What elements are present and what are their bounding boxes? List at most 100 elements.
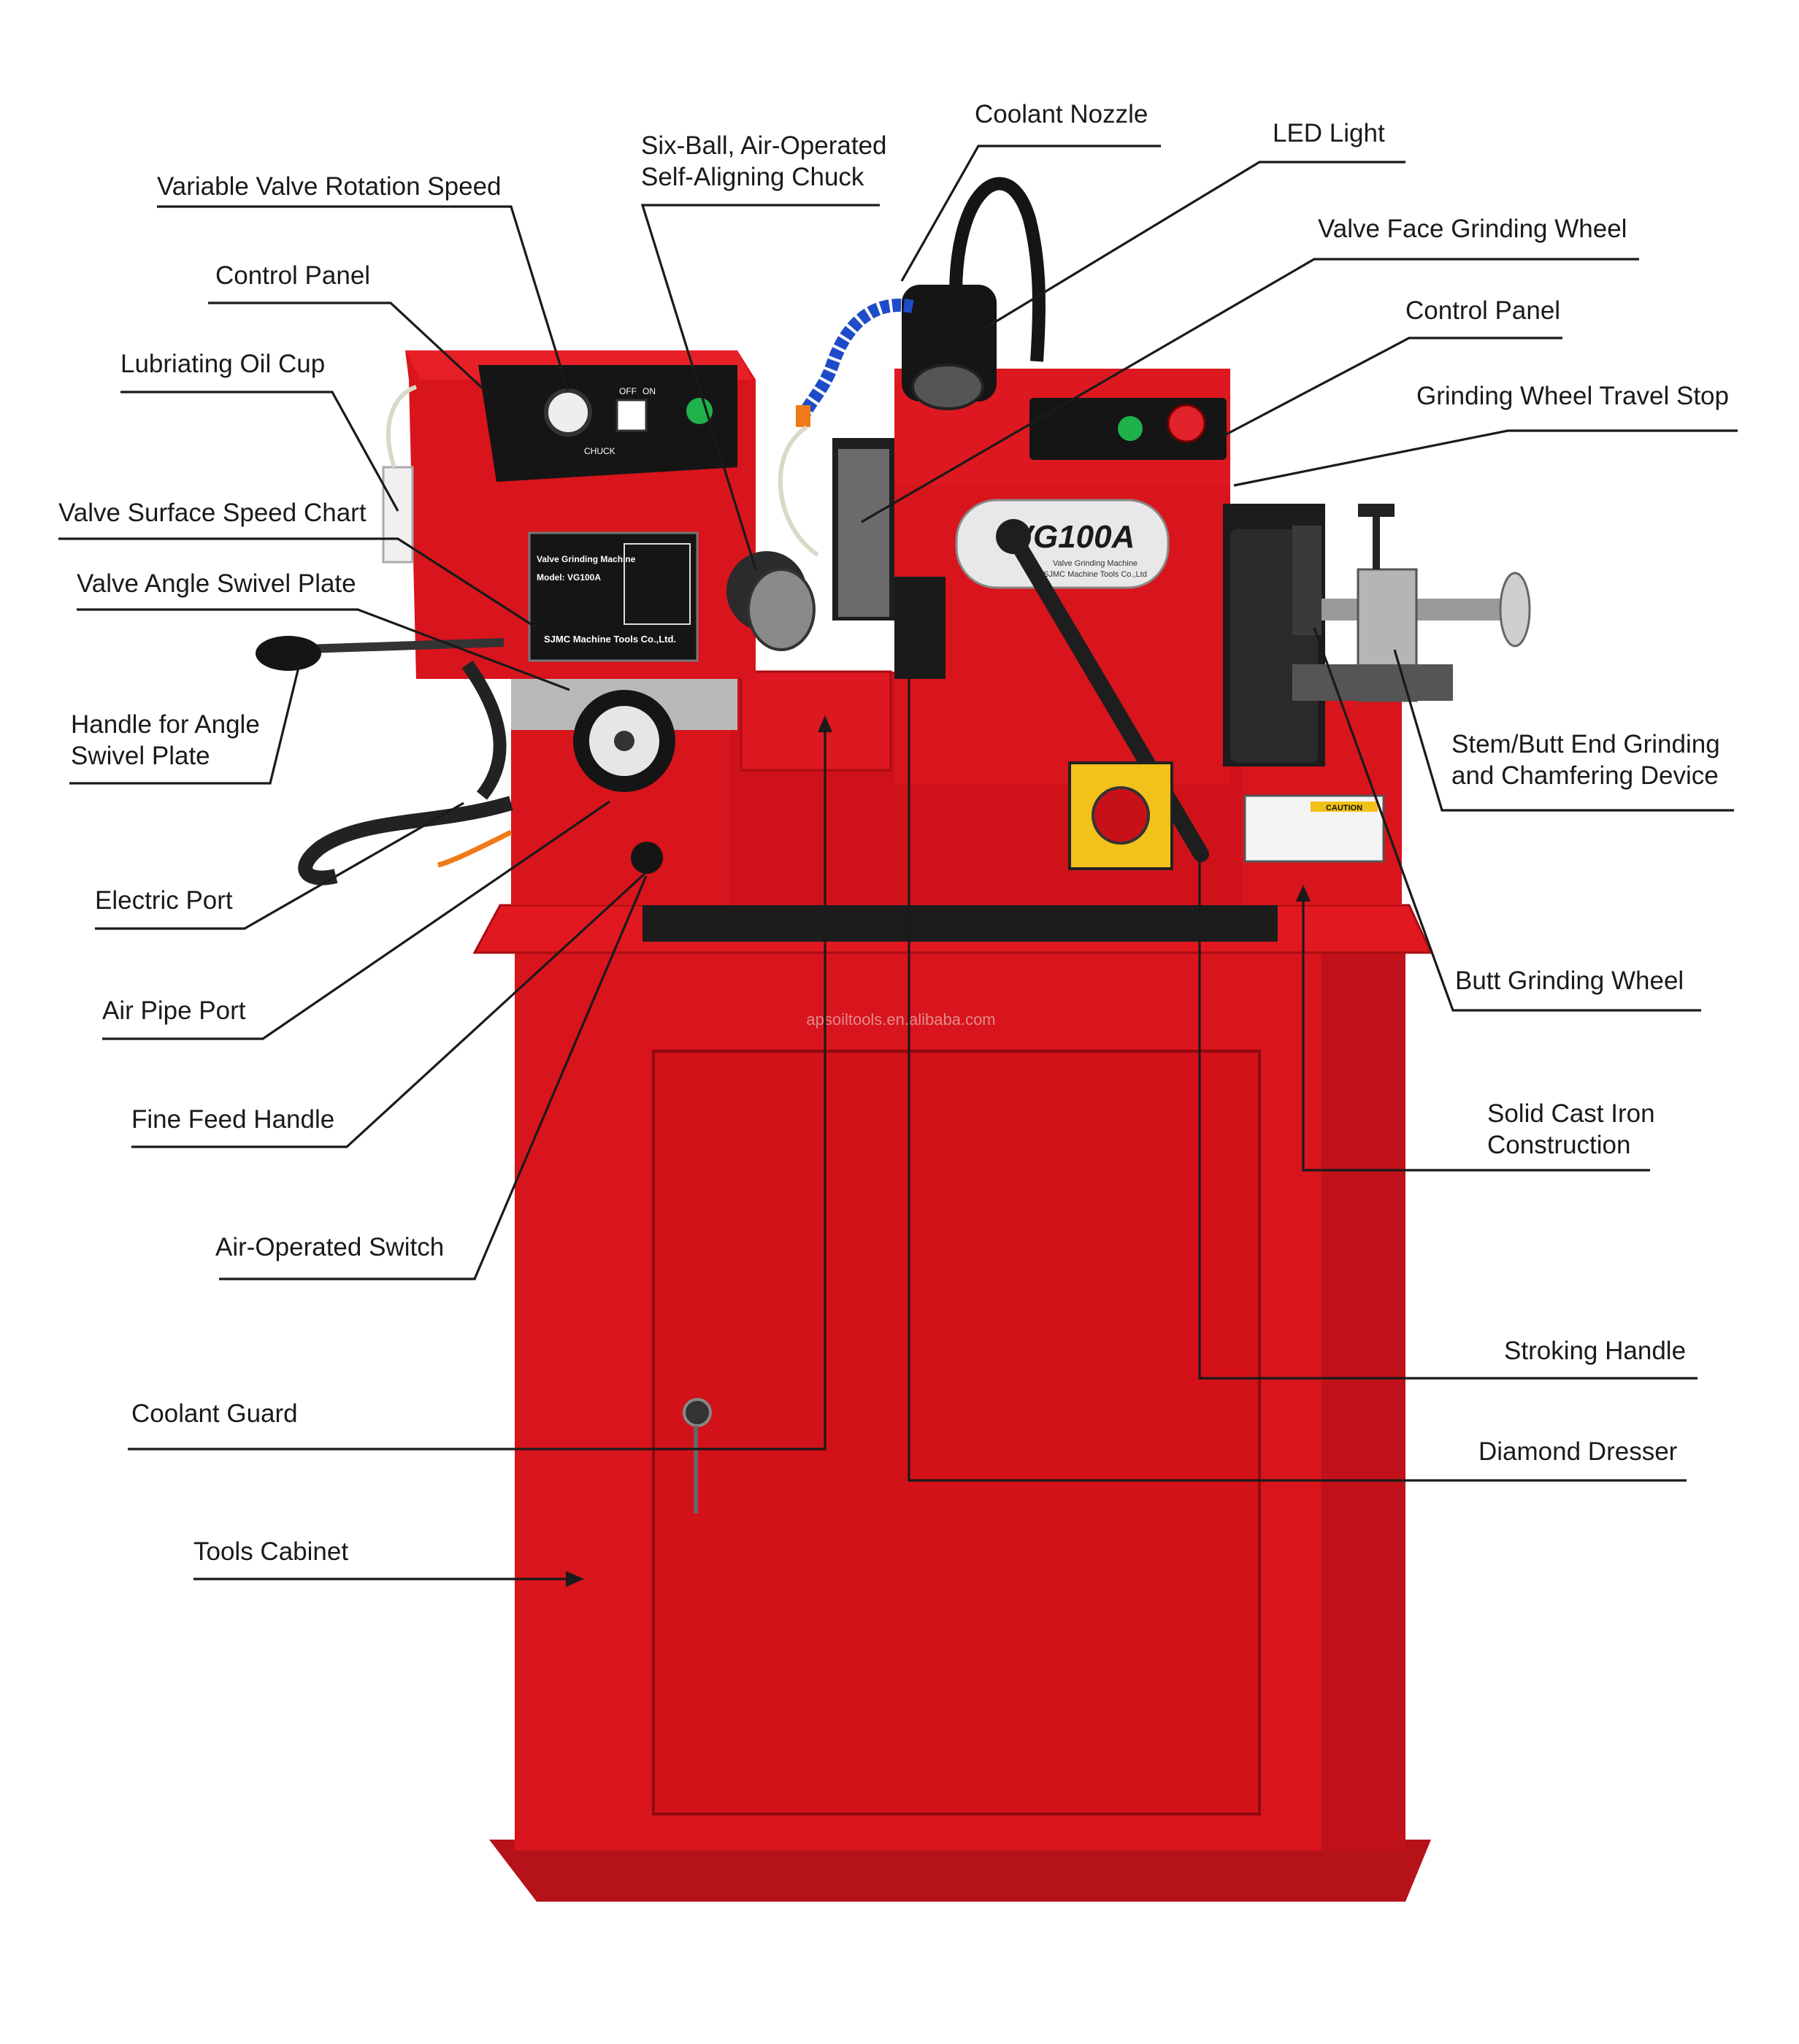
air-pipe: [437, 829, 513, 868]
electric-cable: [298, 796, 513, 885]
air-switch-knob: [631, 842, 663, 874]
leader-swivel-plate: [77, 608, 570, 691]
door-lock: [683, 1398, 712, 1427]
butt-wheel-ring: [1292, 526, 1322, 635]
watermark: apsoiltools.en.alibaba.com: [806, 1010, 995, 1029]
caution-text: CAUTION: [1326, 804, 1362, 812]
model-plate-line1: Valve Grinding Machine: [1053, 559, 1138, 568]
stem-valve-head: [1499, 572, 1531, 648]
leader-coolant-nozzle: [900, 145, 1161, 282]
label-led-light: LED Light: [1273, 119, 1385, 147]
model-plate-line2: SJMC Machine Tools Co.,Ltd: [1043, 570, 1147, 579]
label-chuck-2: Self-Aligning Chuck: [641, 163, 864, 191]
label-control-panel-right: Control Panel: [1405, 296, 1560, 325]
arrow-cast-iron: [1296, 885, 1311, 902]
label-coolant-nozzle: Coolant Nozzle: [975, 100, 1148, 128]
leader-control-panel-right: [1219, 337, 1562, 439]
leader-travel-stop: [1233, 429, 1738, 487]
led-lamp-lens: [911, 364, 984, 410]
leader-chuck: [640, 204, 880, 570]
leader-cast-iron: [1302, 891, 1650, 1172]
label-cast-iron-2: Construction: [1487, 1131, 1630, 1159]
coolant-nozzle-hose: [797, 299, 914, 420]
label-variable-speed: Variable Valve Rotation Speed: [157, 172, 502, 201]
fine-feed-wheel-hub: [614, 731, 634, 751]
label-speed-chart: Valve Surface Speed Chart: [58, 499, 367, 527]
caution-band: [1311, 802, 1378, 812]
leader-air-switch: [219, 875, 648, 1280]
chuck-switch-on: ON: [642, 386, 656, 396]
chuck-switch-label: CHUCK: [584, 446, 615, 456]
arrow-coolant-guard: [818, 715, 832, 732]
label-stem-device-1: Stem/Butt End Grinding: [1451, 730, 1720, 758]
label-diamond-dresser: Diamond Dresser: [1478, 1437, 1678, 1466]
main-switch-knob: [1092, 786, 1150, 845]
label-coolant-guard: Coolant Guard: [131, 1399, 298, 1428]
left-side-cable: [461, 660, 507, 800]
label-handle-angle-2: Swivel Plate: [71, 742, 210, 770]
oil-cup-tube: [386, 385, 418, 468]
leader-oil-cup: [120, 391, 399, 512]
label-oil-cup: Lubriating Oil Cup: [120, 350, 325, 378]
leader-face-wheel: [861, 258, 1639, 523]
label-swivel-plate: Valve Angle Swivel Plate: [77, 569, 356, 598]
arrow-diamond-dresser: [902, 622, 916, 639]
stop-button: [1167, 404, 1206, 443]
label-stem-device-2: and Chamfering Device: [1451, 761, 1719, 790]
stroking-handle-hub: [996, 519, 1031, 554]
machine-illustration: VG100A Valve Grinding Machine SJMC Machi…: [256, 177, 1531, 1902]
label-cast-iron-1: Solid Cast Iron: [1487, 1099, 1655, 1128]
label-stroking-handle: Stroking Handle: [1504, 1337, 1686, 1365]
label-fine-feed: Fine Feed Handle: [131, 1105, 334, 1134]
arrow-tools-cabinet: [566, 1571, 584, 1587]
chuck-face: [747, 568, 816, 651]
stem-knob: [1358, 504, 1395, 517]
speed-dial: [544, 388, 592, 437]
leader-butt-wheel: [1313, 627, 1701, 1012]
leader-coolant-guard: [128, 719, 826, 1451]
leader-fine-feed: [131, 871, 648, 1148]
leader-lines: [58, 145, 1738, 1587]
leader-variable-speed: [157, 205, 569, 391]
led-gooseneck: [949, 177, 1046, 362]
callout-labels: Variable Valve Rotation Speed Control Pa…: [58, 100, 1729, 1566]
leader-stem-device: [1393, 649, 1734, 812]
coolant-guard-box: [740, 670, 892, 772]
cabinet-side-shade: [1322, 953, 1405, 1851]
leader-electric-port: [95, 802, 464, 930]
leader-control-panel-left: [208, 301, 494, 399]
label-chuck-1: Six-Ball, Air-Operated: [641, 131, 887, 160]
stem-feed-screw: [1292, 664, 1453, 701]
label-air-switch: Air-Operated Switch: [215, 1233, 444, 1261]
cabinet-plinth: [489, 1840, 1431, 1902]
angle-handle-grip: [256, 636, 321, 671]
coolant-nozzle-tip: [796, 405, 810, 427]
oil-cup: [382, 466, 414, 564]
left-green-button: [686, 398, 713, 424]
label-handle-angle-1: Handle for Angle: [71, 710, 260, 739]
speed-chart-title: Valve Grinding Machine: [537, 554, 636, 564]
leader-diamond-dresser: [908, 628, 1687, 1482]
left-control-panel: [478, 365, 737, 482]
label-travel-stop: Grinding Wheel Travel Stop: [1416, 382, 1729, 410]
start-button: [1118, 416, 1143, 441]
coolant-supply-pipe: [778, 425, 819, 557]
label-face-wheel: Valve Face Grinding Wheel: [1318, 215, 1627, 243]
cabinet-door: [652, 1050, 1261, 1816]
leader-led-light: [978, 161, 1405, 334]
label-air-pipe-port: Air Pipe Port: [102, 996, 246, 1025]
leader-stroking-handle: [1198, 858, 1698, 1380]
angle-handle-rod: [284, 638, 505, 654]
leader-speed-chart: [58, 537, 537, 629]
face-wheel-disc: [838, 449, 889, 617]
tray-shadow: [642, 905, 1278, 942]
label-electric-port: Electric Port: [95, 886, 233, 915]
label-tools-cabinet: Tools Cabinet: [193, 1537, 348, 1566]
leader-handle-angle: [69, 664, 301, 785]
chuck-switch-off: OFF: [619, 386, 637, 396]
model-label: VG100A: [1012, 519, 1135, 555]
leader-air-pipe: [102, 800, 610, 1040]
speed-chart-maker: SJMC Machine Tools Co.,Ltd.: [544, 634, 676, 645]
chuck-switch: [615, 399, 648, 432]
